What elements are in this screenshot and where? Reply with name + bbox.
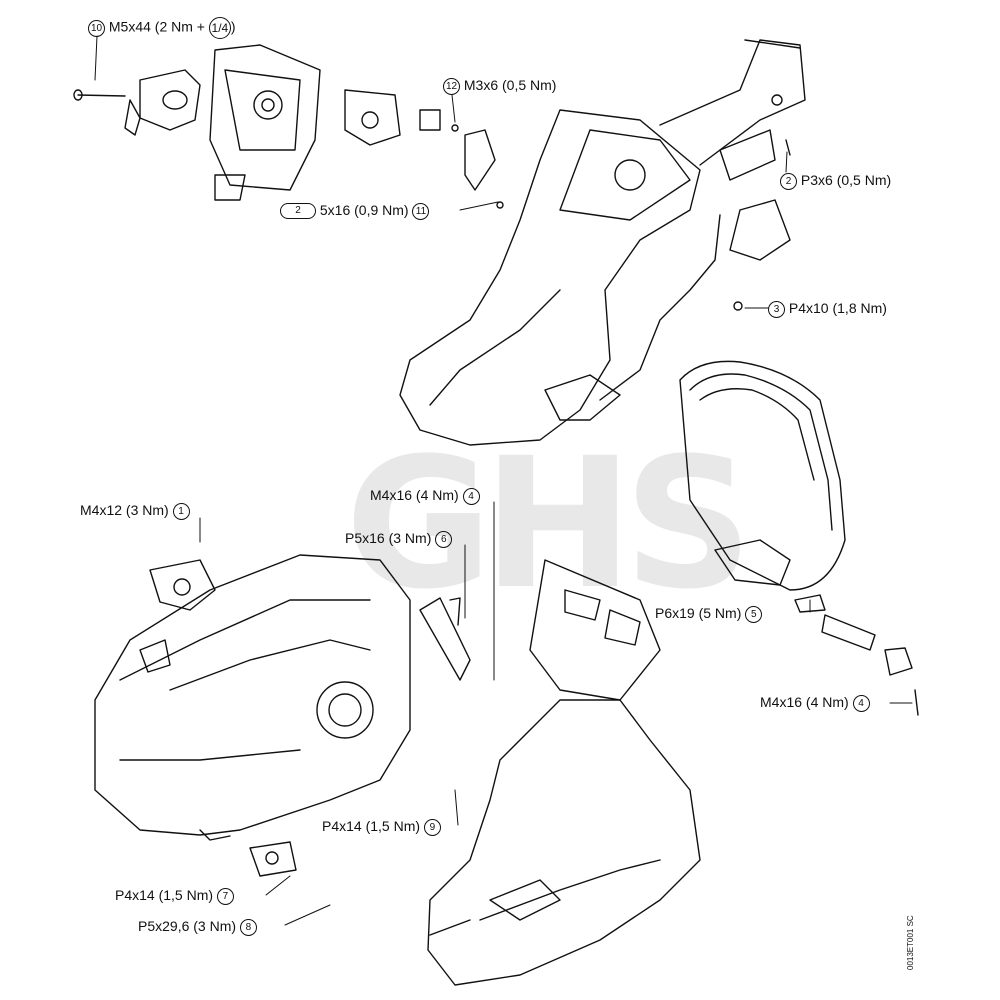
- callout-spec: P4x14 (1,5 Nm): [322, 818, 421, 834]
- callout-number: 10: [88, 19, 105, 37]
- callout-2-top: 2 P3x6 (0,5 Nm): [780, 172, 891, 190]
- callout-spec: 5x16 (0,9 Nm): [319, 202, 409, 218]
- chain-brake-cover-drawing: [419, 559, 701, 986]
- callout-number: 12: [443, 77, 460, 95]
- callout-5: P6x19 (5 Nm) 5: [655, 605, 763, 623]
- callout-spec: P5x16 (3 Nm): [345, 530, 432, 546]
- callout-7: P4x14 (1,5 Nm) 7: [115, 887, 234, 905]
- callout-spec: P3x6 (0,5 Nm): [800, 172, 892, 188]
- rear-handle-housing-drawing: [399, 39, 806, 446]
- callout-number: 11: [412, 202, 430, 220]
- callout-12: 12 M3x6 (0,5 Nm): [443, 77, 556, 95]
- callout-1: M4x12 (3 Nm) 1: [80, 502, 190, 520]
- callout-close: ): [230, 18, 236, 35]
- crankcase-drawing: [94, 554, 411, 877]
- quarter-turn-icon: 1/4: [208, 17, 231, 39]
- callout-8: P5x29,6 (3 Nm) 8: [138, 918, 257, 936]
- callout-spec: M5x44 (2 Nm +: [108, 18, 205, 35]
- callout-spec: P6x19 (5 Nm): [655, 605, 742, 621]
- callout-number: 5: [745, 605, 763, 623]
- callout-number: 9: [423, 818, 441, 836]
- callout-prefix-pill: 2: [280, 203, 316, 220]
- callout-10: 10 M5x44 (2 Nm + 1/4): [88, 17, 236, 39]
- callout-number: 7: [216, 887, 234, 905]
- callout-3: 3 P4x10 (1,8 Nm): [768, 300, 887, 318]
- callout-number: 8: [239, 918, 257, 936]
- callout-number: 4: [462, 487, 480, 505]
- front-handle-drawing: [679, 360, 919, 716]
- callout-6: P5x16 (3 Nm) 6: [345, 530, 453, 548]
- callout-spec: P4x14 (1,5 Nm): [115, 887, 214, 903]
- callout-number: 2: [780, 172, 797, 190]
- callout-9: P4x14 (1,5 Nm) 9: [322, 818, 441, 836]
- callout-spec: P4x10 (1,8 Nm): [788, 300, 887, 316]
- callout-number: 3: [768, 300, 785, 318]
- watermark: GHS: [345, 420, 753, 629]
- callout-number: 1: [172, 502, 190, 520]
- callout-spec: M4x16 (4 Nm): [370, 487, 459, 503]
- callout-spec: M4x12 (3 Nm): [80, 502, 169, 518]
- callout-number: 6: [435, 530, 453, 548]
- callout-11: 2 5x16 (0,9 Nm) 11: [280, 202, 430, 220]
- drawing-code: 0013ET001 SC: [906, 915, 915, 970]
- callout-4-top: M4x16 (4 Nm) 4: [370, 487, 480, 505]
- callout-spec: M3x6 (0,5 Nm): [463, 77, 557, 93]
- leader-lines: [94, 35, 913, 926]
- callout-spec: P5x29,6 (3 Nm): [138, 918, 237, 934]
- callout-number: 4: [852, 694, 870, 712]
- callout-4-bottom: M4x16 (4 Nm) 4: [760, 694, 870, 712]
- filter-housing-drawing: [73, 44, 496, 201]
- callout-spec: M4x16 (4 Nm): [760, 694, 849, 710]
